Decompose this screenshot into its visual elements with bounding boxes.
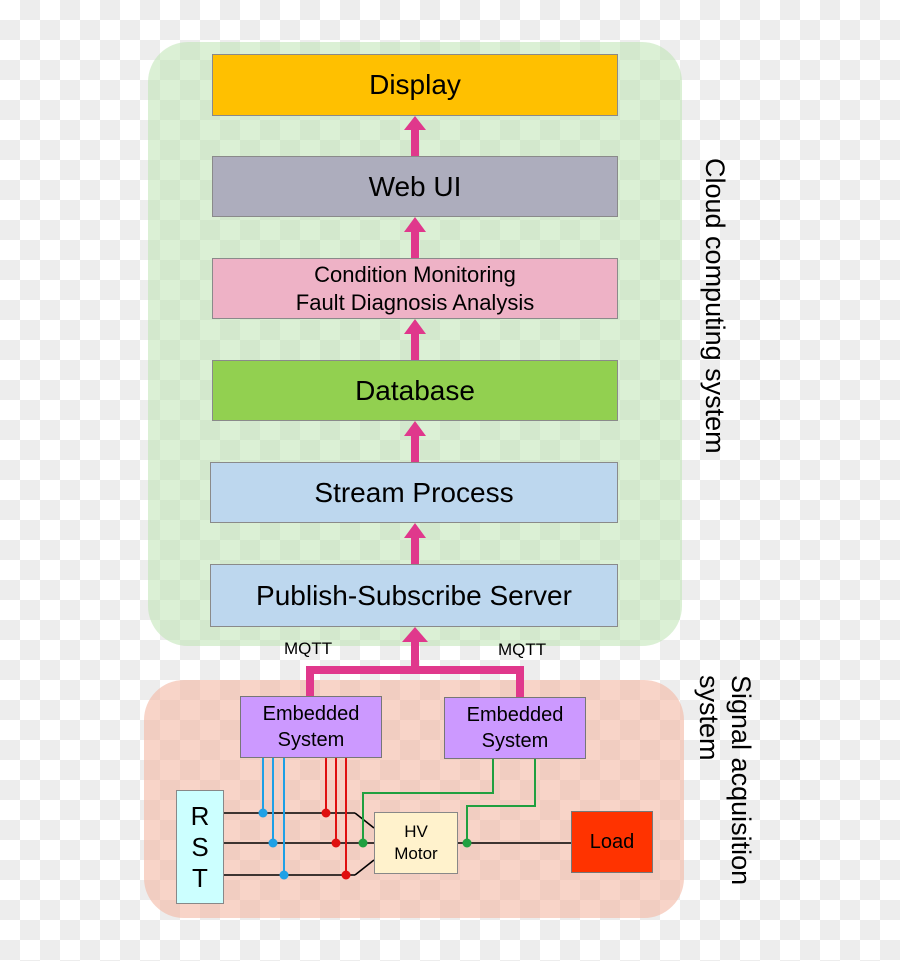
database-layer-box: Database (212, 360, 618, 421)
voltage-probes (321, 758, 351, 880)
arrowhead-display (404, 116, 426, 130)
hv-motor-box: HV Motor (374, 812, 458, 874)
phase-t-label: T (192, 863, 208, 893)
phase-r-label: R (190, 801, 210, 831)
fault-diagnosis-label: Fault Diagnosis Analysis (295, 289, 535, 315)
motor-probe-input (358, 838, 368, 848)
phase-lines (224, 812, 571, 876)
arrowhead-webui (404, 217, 426, 232)
phase-t-to-motor (354, 859, 375, 876)
cloud-computing-system-text: Cloud computing system (700, 158, 730, 454)
cloud-computing-system-label: Cloud computing system (700, 158, 730, 454)
arrowhead-db (404, 421, 426, 436)
web-ui-label: Web UI (368, 170, 462, 202)
embedded-system-label-line1: Embedded (262, 703, 360, 725)
hv-motor-label-line2: Motor (394, 844, 438, 863)
display-label: Display (369, 69, 461, 100)
arrowhead-sp (404, 523, 426, 538)
mqtt-label-left: MQTT (284, 639, 333, 658)
embedded-system-label-line1: Embedded (466, 704, 564, 726)
display-layer-box: Display (212, 54, 618, 116)
embedded-system-label-line2: System (277, 729, 345, 751)
voltage-probe-t (341, 870, 351, 880)
condition-monitoring-label: Condition Monitoring (314, 261, 516, 287)
phase-r-to-motor (354, 812, 375, 829)
condition-monitoring-layer-box: Condition Monitoring Fault Diagnosis Ana… (212, 258, 618, 319)
current-probe-r (258, 808, 268, 818)
publish-subscribe-label: Publish-Subscribe Server (256, 579, 572, 611)
current-probes (258, 758, 289, 880)
stream-process-layer-box: Stream Process (210, 462, 618, 523)
arrowhead-cm (404, 319, 426, 334)
voltage-probe-r (321, 808, 331, 818)
embedded-system-box-left: Embedded System (240, 696, 382, 758)
stream-process-label: Stream Process (314, 476, 514, 508)
voltage-probe-s (331, 838, 341, 848)
current-probe-s (268, 838, 278, 848)
embedded-system-box-right: Embedded System (444, 697, 586, 759)
current-probe-t (279, 870, 289, 880)
phase-s-label: S (191, 832, 209, 862)
publish-subscribe-layer-box: Publish-Subscribe Server (210, 564, 618, 627)
mqtt-branch-line (306, 666, 524, 697)
power-source-rst-box: R S T (176, 790, 224, 904)
arrowhead-pss (402, 627, 428, 642)
layer-arrows (306, 116, 524, 697)
hv-motor-label-line1: HV (404, 822, 428, 841)
database-label: Database (355, 374, 475, 406)
web-ui-layer-box: Web UI (212, 156, 618, 217)
signal-acquisition-panel (144, 680, 684, 918)
load-box: Load (571, 811, 653, 873)
motor-probe-output (462, 838, 472, 848)
motor-probes (358, 759, 536, 848)
embedded-system-label-line2: System (481, 730, 549, 752)
load-label: Load (589, 830, 635, 853)
mqtt-label-right: MQTT (498, 640, 547, 659)
